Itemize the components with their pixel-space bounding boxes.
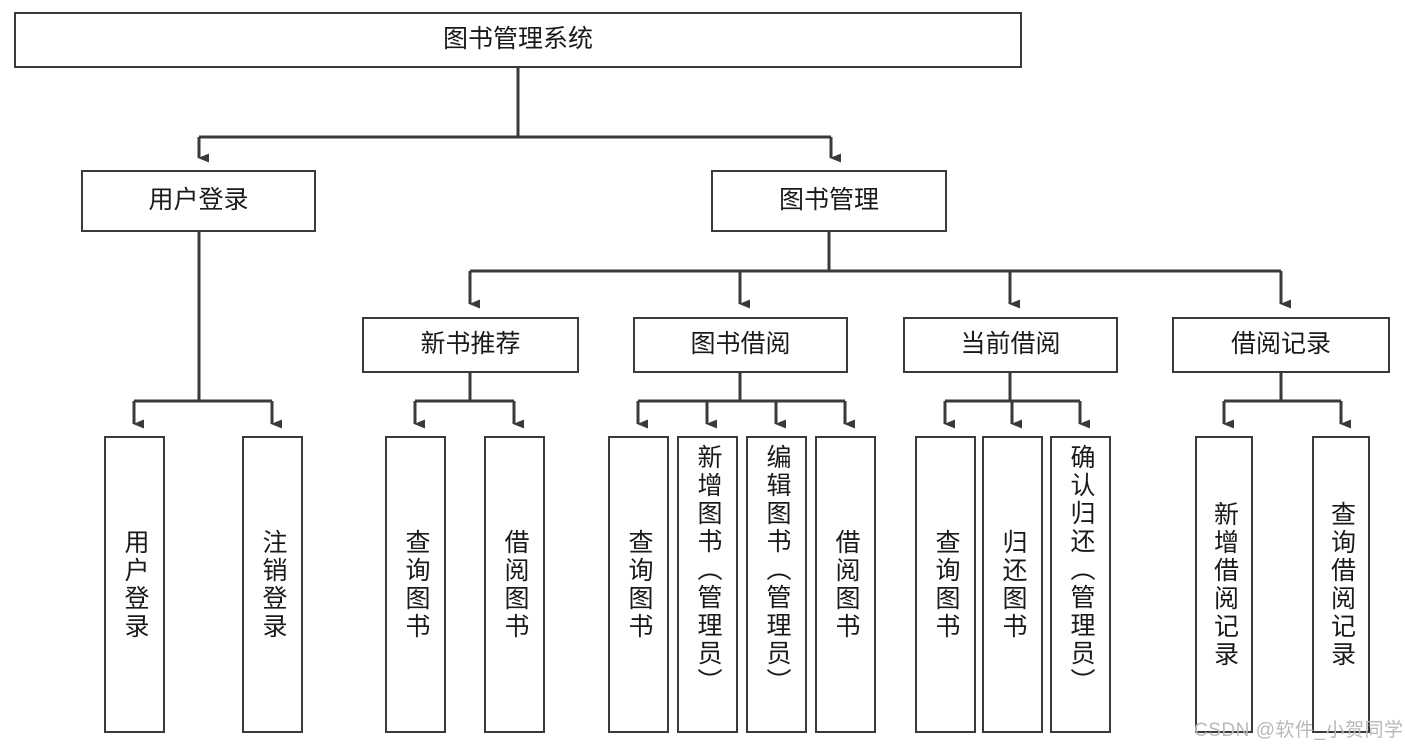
node-new-book-recommend[interactable]: 新书推荐 — [362, 317, 579, 373]
node-book-borrow[interactable]: 图书借阅 — [633, 317, 848, 373]
leaf-query-book-borrow[interactable]: 查询图书 — [608, 436, 669, 733]
node-book-management[interactable]: 图书管理 — [711, 170, 947, 232]
leaf-edit-book-admin[interactable]: 编辑图书（管理员） — [746, 436, 807, 733]
node-label: 用户登录 — [121, 528, 149, 641]
node-label: 图书管理系统 — [442, 25, 593, 54]
leaf-return-book[interactable]: 归还图书 — [982, 436, 1043, 733]
node-label: 确认归还（管理员） — [1067, 444, 1095, 696]
node-current-borrow[interactable]: 当前借阅 — [903, 317, 1118, 373]
leaf-query-book-recommend[interactable]: 查询图书 — [385, 436, 446, 733]
node-label: 归还图书 — [999, 528, 1027, 641]
node-label: 借阅记录 — [1230, 330, 1331, 359]
leaf-logout[interactable]: 注销登录 — [242, 436, 303, 733]
node-label: 新增借阅记录 — [1210, 500, 1239, 669]
node-label: 借阅图书 — [832, 528, 860, 641]
node-label: 编辑图书（管理员） — [763, 444, 791, 696]
node-label: 查询图书 — [932, 528, 960, 641]
node-label: 用户登录 — [148, 186, 249, 215]
node-label: 查询借阅记录 — [1327, 500, 1356, 669]
node-label: 图书管理 — [778, 186, 879, 215]
node-label: 新书推荐 — [420, 330, 521, 359]
node-user-login[interactable]: 用户登录 — [81, 170, 316, 232]
node-borrow-record[interactable]: 借阅记录 — [1172, 317, 1390, 373]
leaf-add-borrow-record[interactable]: 新增借阅记录 — [1195, 436, 1253, 733]
node-label: 查询图书 — [402, 528, 430, 641]
node-label: 借阅图书 — [501, 528, 529, 641]
leaf-query-book-current[interactable]: 查询图书 — [915, 436, 976, 733]
leaf-add-book-admin[interactable]: 新增图书（管理员） — [677, 436, 738, 733]
node-root-system[interactable]: 图书管理系统 — [14, 12, 1022, 68]
node-label: 新增图书（管理员） — [694, 444, 722, 696]
leaf-confirm-return-admin[interactable]: 确认归还（管理员） — [1050, 436, 1111, 733]
node-label: 查询图书 — [625, 528, 653, 641]
leaf-user-login[interactable]: 用户登录 — [104, 436, 165, 733]
node-label: 当前借阅 — [960, 330, 1061, 359]
leaf-query-borrow-record[interactable]: 查询借阅记录 — [1312, 436, 1370, 733]
node-label: 图书借阅 — [690, 330, 791, 359]
leaf-borrow-book[interactable]: 借阅图书 — [815, 436, 876, 733]
node-label: 注销登录 — [259, 528, 287, 641]
leaf-borrow-book-recommend[interactable]: 借阅图书 — [484, 436, 545, 733]
